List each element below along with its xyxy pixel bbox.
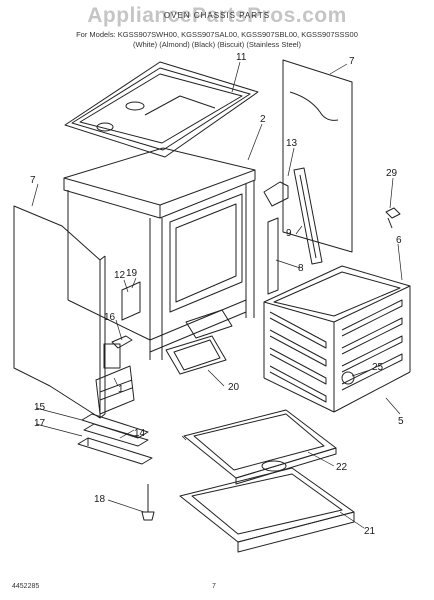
colors-line: (White) (Almond) (Black) (Biscuit) (Stai…: [133, 40, 301, 49]
part-29-screw: [385, 207, 401, 229]
callout-17: 17: [34, 418, 46, 429]
part-15-14-17-trim: [77, 413, 153, 465]
callout-16: 16: [104, 312, 116, 323]
models-line: For Models: KGSS907SWH00, KGSS907SAL00, …: [76, 30, 358, 39]
part-2-chassis-frame: [63, 147, 256, 360]
callout-20: 20: [228, 382, 240, 393]
part-7-right-side-panel: [282, 59, 353, 253]
page-number: 7: [212, 583, 216, 590]
part-22-broil-pan: [183, 409, 337, 485]
callout-7-left: 7: [30, 175, 36, 186]
part-20-bottom-brackets: [165, 309, 233, 375]
part-18-leveling-leg: [141, 484, 155, 521]
callout-18: 18: [94, 494, 106, 505]
part-13-9-hinge: [263, 167, 323, 265]
watermark: AppliancePartsPros.com: [87, 4, 347, 27]
callout-5: 5: [398, 416, 404, 427]
callout-21: 21: [364, 526, 376, 537]
part-7-left-side-panel: [13, 205, 106, 419]
callout-12: 12: [114, 270, 126, 281]
callout-25: 25: [372, 362, 384, 373]
callout-1: 1: [118, 384, 124, 395]
callout-2: 2: [260, 114, 266, 125]
diagram-title: OVEN CHASSIS PARTS: [163, 11, 271, 20]
callout-14: 14: [134, 428, 146, 439]
document-number: 4452285: [12, 583, 40, 590]
callout-9: 9: [286, 228, 292, 239]
part-8-bracket: [267, 217, 279, 295]
part-21-drawer: [179, 467, 355, 553]
part-11-top-panel: [64, 61, 259, 158]
callout-15: 15: [34, 402, 46, 413]
callout-6: 6: [396, 235, 402, 246]
part-6-oven-cavity: [263, 265, 411, 413]
callout-22: 22: [336, 462, 348, 473]
callout-8: 8: [298, 263, 304, 274]
callout-19: 19: [126, 268, 138, 279]
callout-29: 29: [386, 168, 398, 179]
part-16-1-controls: [95, 281, 141, 415]
callout-11: 11: [236, 52, 247, 63]
callout-13: 13: [286, 138, 298, 149]
callout-7-right: 7: [349, 56, 355, 67]
